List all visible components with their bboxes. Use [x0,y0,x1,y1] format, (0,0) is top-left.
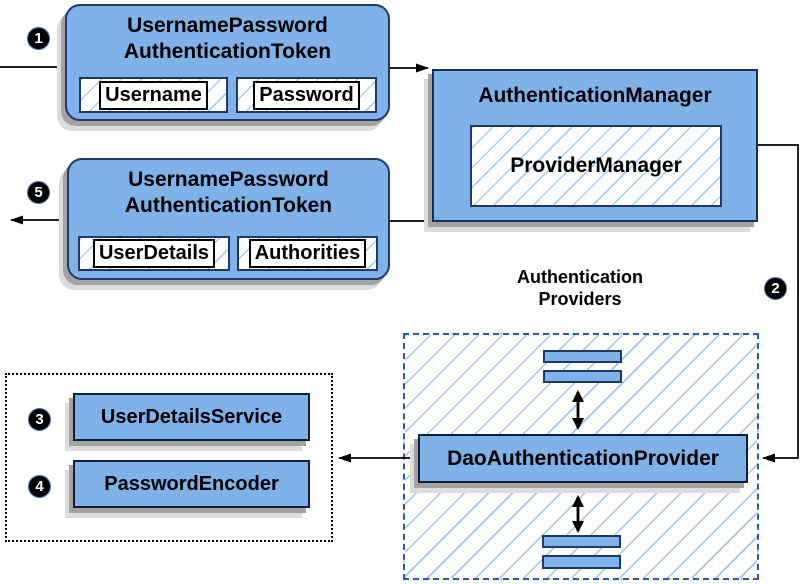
request-token-box: UsernamePassword AuthenticationToken Use… [65,4,390,121]
request-token-title-line1: UsernamePassword [127,14,328,37]
authentication-providers-heading: Authentication Providers [445,266,715,310]
collaborators-region [5,373,333,542]
step-3-badge: 3 [28,408,51,431]
step-1-badge: 1 [27,27,50,50]
password-field-box: Password [236,77,377,113]
authentication-manager-title: AuthenticationManager [478,84,712,107]
provider-list-bar [542,555,621,569]
userdetails-field-label: UserDetails [92,239,216,268]
password-field-label: Password [253,80,360,110]
provider-manager-label: ProviderManager [510,154,682,177]
provider-list-bar [543,370,622,383]
dao-authentication-provider-label: DaoAuthenticationProvider [447,446,719,470]
provider-list-bar [543,350,622,363]
provider-list-bar [542,535,621,548]
user-details-service-label: UserDetailsService [100,405,283,428]
manager-to-provider-elbow-arrow [758,144,799,463]
userdetails-field-box: UserDetails [78,236,230,271]
password-encoder-label: PasswordEncoder [104,472,279,495]
response-token-title: UsernamePassword AuthenticationToken [69,160,388,219]
password-encoder-box: PasswordEncoder [73,460,310,508]
step-3-number: 3 [35,411,44,428]
username-field-label: Username [99,80,208,110]
username-field-box: Username [79,77,228,113]
response-token-title-line1: UsernamePassword [128,168,329,191]
step-1-number: 1 [34,30,43,47]
step-4-badge: 4 [28,475,51,498]
authentication-manager-box: AuthenticationManager ProviderManager [432,69,758,222]
step-4-number: 4 [35,478,44,495]
step-5-number: 5 [34,184,43,201]
request-token-title: UsernamePassword AuthenticationToken [67,6,388,65]
providers-heading-line2: Providers [538,289,622,309]
response-token-title-line2: AuthenticationToken [124,194,333,217]
user-details-service-box: UserDetailsService [73,393,310,441]
authorities-field-box: Authorities [237,236,378,271]
step-2-number: 2 [771,280,780,297]
step-2-badge: 2 [764,277,787,300]
step-5-badge: 5 [27,181,50,204]
provider-manager-box: ProviderManager [470,125,722,207]
dao-authentication-provider-box: DaoAuthenticationProvider [418,434,748,483]
request-token-title-line2: AuthenticationToken [123,40,332,63]
authorities-field-label: Authorities [248,239,367,268]
providers-heading-line1: Authentication [517,267,643,287]
response-token-box: UsernamePassword AuthenticationToken Use… [67,158,390,280]
